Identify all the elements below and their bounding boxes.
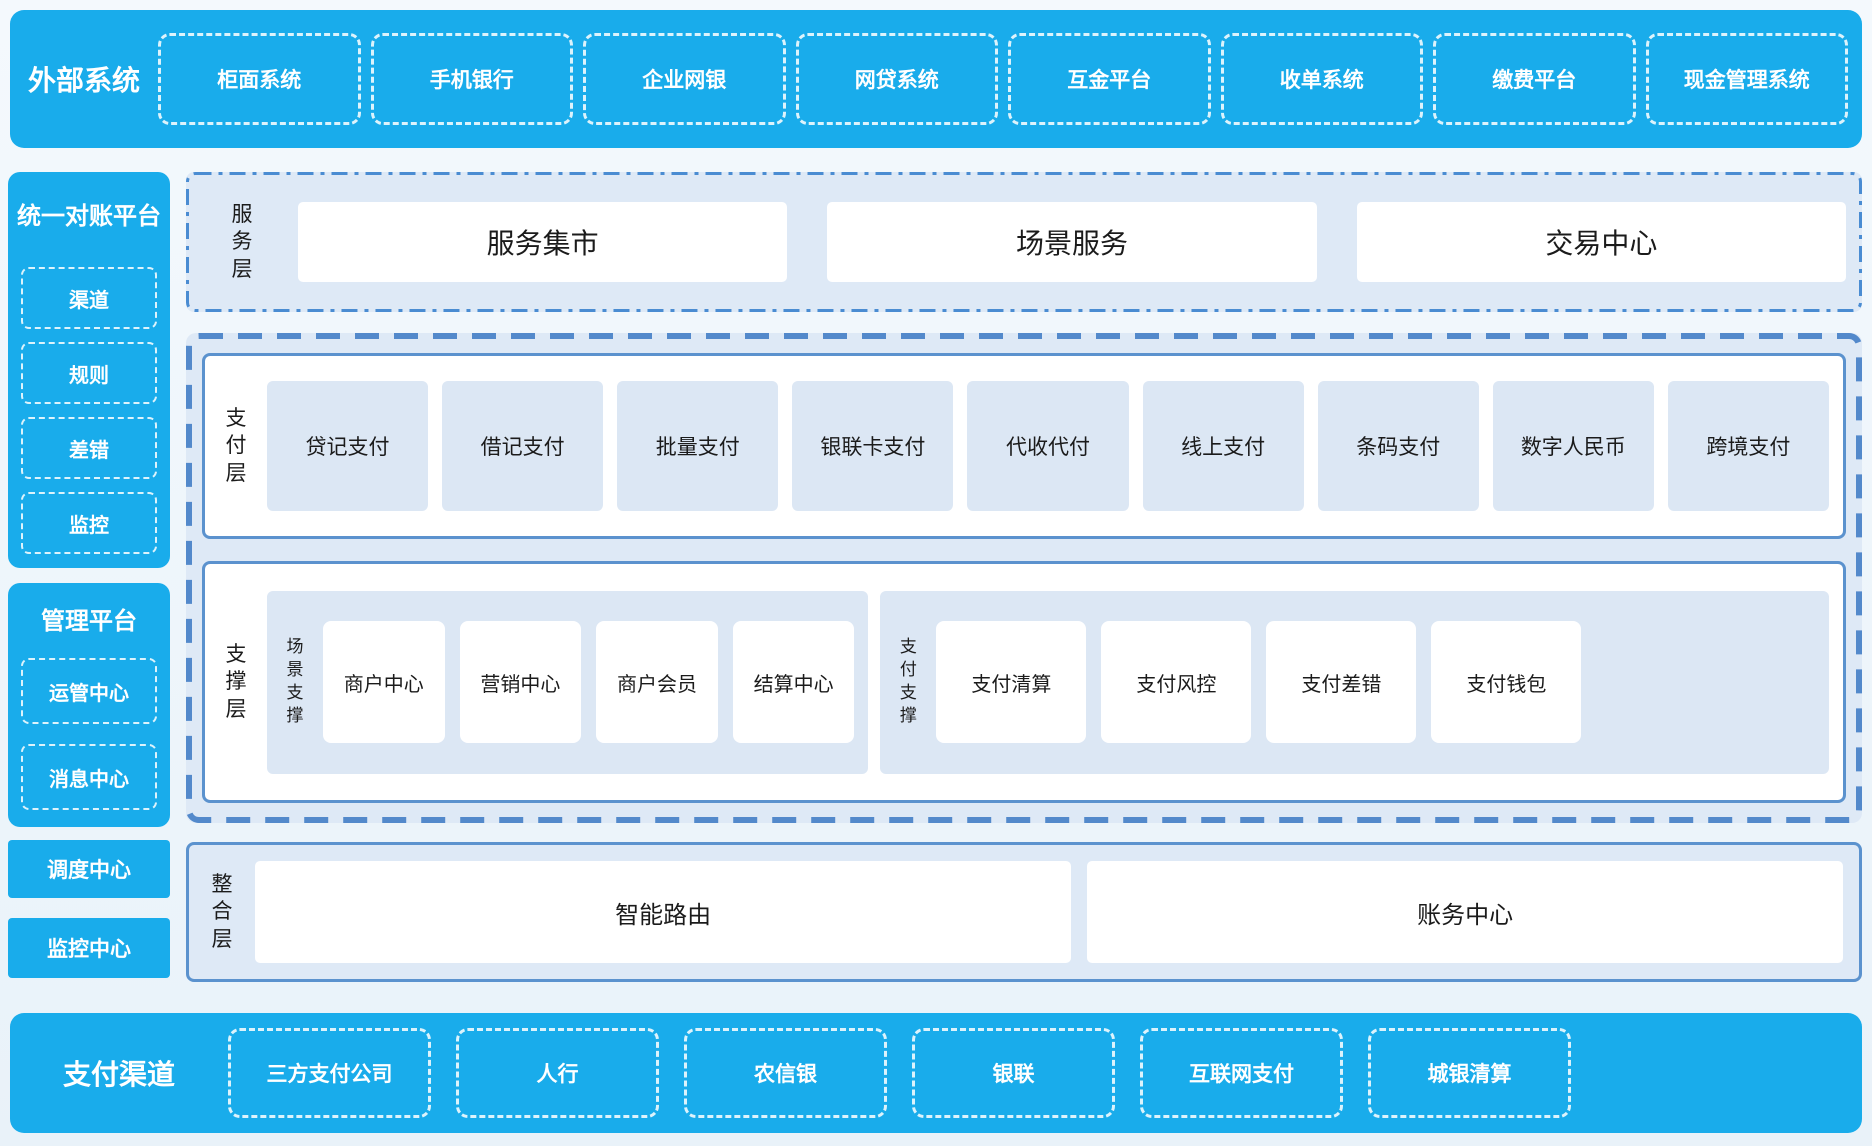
support-layer: 支撑层 场景支撑 商户中心 营销中心 商户会员 结算中心 xyxy=(202,561,1846,803)
payment-layer-label: 支付层 xyxy=(225,407,247,485)
monitoring-center-node: 监控中心 xyxy=(8,918,170,978)
integration-layer-label: 整合层 xyxy=(211,873,233,951)
external-systems-title: 外部系统 xyxy=(27,65,140,96)
management-node: 消息中心 xyxy=(21,744,157,810)
payment-node: 线上支付 xyxy=(1142,381,1304,511)
channel-node: 人行 xyxy=(456,1028,659,1118)
reconciliation-node: 差错 xyxy=(21,417,157,479)
payment-node: 批量支付 xyxy=(617,381,779,511)
payment-node: 代收代付 xyxy=(967,381,1129,511)
external-system-node: 缴费平台 xyxy=(1433,33,1636,125)
service-layer: 服务层 服务集市 场景服务 交易中心 xyxy=(186,172,1862,312)
service-layer-label: 服务层 xyxy=(231,203,253,281)
external-systems-items: 柜面系统 手机银行 企业网银 网贷系统 互金平台 收单系统 缴费平台 现金管理系… xyxy=(158,33,1848,125)
external-system-node: 收单系统 xyxy=(1220,33,1423,125)
channel-node: 城银清算 xyxy=(1368,1028,1571,1118)
payment-layer: 支付层 贷记支付 借记支付 批量支付 银联卡支付 代收代付 线上支付 条码支付 … xyxy=(202,353,1846,539)
support-layer-label: 支撑层 xyxy=(225,643,247,721)
payment-node: 数字人民币 xyxy=(1492,381,1654,511)
payment-support-wrapper: 支付层 贷记支付 借记支付 批量支付 银联卡支付 代收代付 线上支付 条码支付 … xyxy=(186,333,1862,823)
management-node: 运管中心 xyxy=(21,658,157,724)
service-node: 服务集市 xyxy=(298,202,788,282)
payment-support-items: 支付清算 支付风控 支付差错 支付钱包 xyxy=(936,621,1829,743)
payment-layer-items: 贷记支付 借记支付 批量支付 银联卡支付 代收代付 线上支付 条码支付 数字人民… xyxy=(267,381,1829,511)
scene-support-items: 商户中心 营销中心 商户会员 结算中心 xyxy=(323,621,868,743)
integration-layer-items: 智能路由 账务中心 xyxy=(255,861,1843,963)
payment-support-label-wrap: 支付支撑 xyxy=(880,636,936,728)
service-node: 交易中心 xyxy=(1356,202,1846,282)
scene-support-node: 营销中心 xyxy=(459,621,582,743)
external-system-node: 手机银行 xyxy=(370,33,573,125)
payment-support-node: 支付钱包 xyxy=(1431,621,1582,743)
scene-support-label: 场景支撑 xyxy=(286,637,304,725)
external-system-node: 互金平台 xyxy=(1008,33,1211,125)
payment-channels-bar: 支付渠道 三方支付公司 人行 农信银 银联 互联网支付 城银清算 xyxy=(10,1013,1862,1133)
scene-support-node: 结算中心 xyxy=(732,621,855,743)
external-system-node: 企业网银 xyxy=(583,33,786,125)
management-platform-panel: 管理平台 运管中心 消息中心 xyxy=(8,583,170,827)
channel-node: 银联 xyxy=(912,1028,1115,1118)
scheduling-center-node: 调度中心 xyxy=(8,840,170,898)
payment-channels-items: 三方支付公司 人行 农信银 银联 互联网支付 城银清算 xyxy=(228,1028,1848,1118)
payment-support-group: 支付支撑 支付清算 支付风控 支付差错 支付钱包 xyxy=(880,590,1829,774)
reconciliation-node: 渠道 xyxy=(21,267,157,329)
payment-support-node: 支付差错 xyxy=(1266,621,1417,743)
scene-support-label-wrap: 场景支撑 xyxy=(267,636,323,728)
payment-node: 贷记支付 xyxy=(267,381,429,511)
payment-support-label: 支付支撑 xyxy=(899,637,917,725)
external-system-node: 柜面系统 xyxy=(158,33,361,125)
payment-channels-title: 支付渠道 xyxy=(62,1059,175,1090)
external-systems-bar: 外部系统 柜面系统 手机银行 企业网银 网贷系统 互金平台 收单系统 缴费平台 … xyxy=(10,10,1862,148)
payment-node: 银联卡支付 xyxy=(792,381,954,511)
service-layer-label-wrap: 服务层 xyxy=(186,201,298,283)
external-system-node: 网贷系统 xyxy=(795,33,998,125)
reconciliation-node: 监控 xyxy=(21,492,157,554)
integration-layer-label-wrap: 整合层 xyxy=(189,871,255,953)
support-layer-groups: 场景支撑 商户中心 营销中心 商户会员 结算中心 支付支撑 xyxy=(267,590,1829,774)
payment-node: 借记支付 xyxy=(442,381,604,511)
payment-node: 跨境支付 xyxy=(1667,381,1829,511)
payment-support-node: 支付清算 xyxy=(936,621,1087,743)
channel-node: 农信银 xyxy=(684,1028,887,1118)
integration-node: 智能路由 xyxy=(255,861,1072,963)
integration-node: 账务中心 xyxy=(1087,861,1843,963)
reconciliation-node: 规则 xyxy=(21,342,157,404)
channel-node: 互联网支付 xyxy=(1140,1028,1343,1118)
scene-support-group: 场景支撑 商户中心 营销中心 商户会员 结算中心 xyxy=(267,590,869,774)
scene-support-node: 商户中心 xyxy=(323,621,445,743)
scene-support-node: 商户会员 xyxy=(596,621,718,743)
service-node: 场景服务 xyxy=(827,202,1317,282)
main-column: 服务层 服务集市 场景服务 交易中心 支付层 贷记 xyxy=(186,172,1862,982)
payment-layer-label-wrap: 支付层 xyxy=(205,405,267,487)
left-column: 统一对账平台 渠道 规则 差错 监控 管理平台 运管中心 消息中心 调度中心 监… xyxy=(8,172,170,982)
integration-layer: 整合层 智能路由 账务中心 xyxy=(186,842,1862,982)
payment-support-node: 支付风控 xyxy=(1101,621,1252,743)
channel-node: 三方支付公司 xyxy=(228,1028,431,1118)
content-row: 统一对账平台 渠道 规则 差错 监控 管理平台 运管中心 消息中心 调度中心 监… xyxy=(8,172,1862,982)
reconciliation-platform-panel: 统一对账平台 渠道 规则 差错 监控 xyxy=(8,172,170,568)
service-layer-items: 服务集市 场景服务 交易中心 xyxy=(298,202,1862,282)
management-platform-title: 管理平台 xyxy=(41,608,137,635)
payment-node: 条码支付 xyxy=(1317,381,1479,511)
support-layer-label-wrap: 支撑层 xyxy=(205,641,267,723)
reconciliation-platform-title: 统一对账平台 xyxy=(17,203,161,230)
external-system-node: 现金管理系统 xyxy=(1645,33,1848,125)
